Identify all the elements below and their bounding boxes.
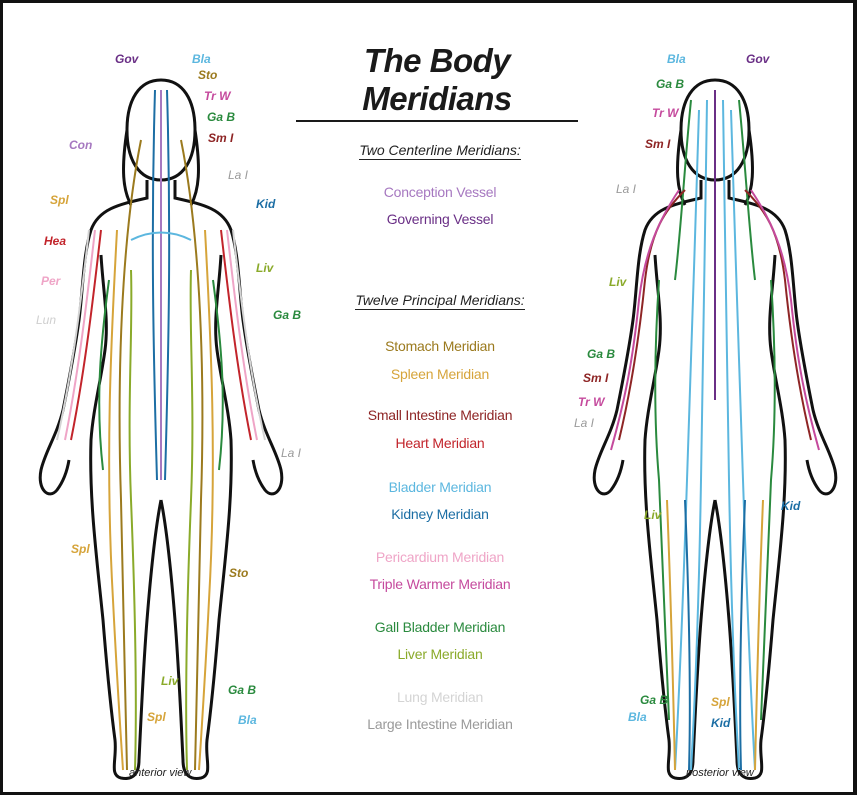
legend-item-lung-meridian: Lung Meridian: [330, 689, 550, 705]
posterior-label-smi-mid: Sm I: [583, 371, 608, 385]
legend-item-large-intestine-meridian: Large Intestine Meridian: [330, 716, 550, 732]
posterior-label-gab-mid: Ga B: [587, 347, 615, 361]
legend-item-spleen-meridian: Spleen Meridian: [330, 366, 550, 382]
principal-heading: Twelve Principal Meridians:: [330, 292, 550, 308]
legend-item-governing-vessel: Governing Vessel: [330, 211, 550, 227]
anterior-label-bla-bot: Bla: [238, 713, 257, 727]
posterior-label-liv-top: Liv: [609, 275, 626, 289]
posterior-label-smi-top: Sm I: [645, 137, 670, 151]
anterior-label-kid: Kid: [256, 197, 275, 211]
legend-item-stomach-meridian: Stomach Meridian: [330, 338, 550, 354]
anterior-label-lai-top: La I: [228, 168, 248, 182]
anterior-label-lun: Lun: [36, 313, 56, 327]
centerline-heading-text: Two Centerline Meridians:: [359, 142, 521, 160]
posterior-label-gab-bot: Ga B: [640, 693, 668, 707]
anterior-label-gab-bot: Ga B: [228, 683, 256, 697]
anterior-label-bla-top: Bla: [192, 52, 211, 66]
principal-heading-text: Twelve Principal Meridians:: [355, 292, 524, 310]
posterior-label-lai-mid: La I: [574, 416, 594, 430]
page-title: The Body Meridians: [296, 42, 578, 122]
posterior-label-gov: Gov: [746, 52, 769, 66]
posterior-label-bla: Bla: [667, 52, 686, 66]
posterior-label-gab-top: Ga B: [656, 77, 684, 91]
posterior-label-kid-bot: Kid: [711, 716, 730, 730]
legend-item-conception-vessel: Conception Vessel: [330, 184, 550, 200]
anterior-label-con: Con: [69, 138, 92, 152]
posterior-label-bla-bot: Bla: [628, 710, 647, 724]
legend-item-heart-meridian: Heart Meridian: [330, 435, 550, 451]
legend-item-pericardium-meridian: Pericardium Meridian: [330, 549, 550, 565]
posterior-label-spl-bot: Spl: [711, 695, 730, 709]
legend-item-triple-warmer-meridian: Triple Warmer Meridian: [330, 576, 550, 592]
centerline-heading: Two Centerline Meridians:: [330, 142, 550, 158]
posterior-view-caption: posterior view: [686, 767, 754, 779]
legend-item-kidney-meridian: Kidney Meridian: [330, 506, 550, 522]
anterior-label-gab-top: Ga B: [207, 110, 235, 124]
legend-item-liver-meridian: Liver Meridian: [330, 646, 550, 662]
posterior-label-trw-mid: Tr W: [578, 395, 604, 409]
anterior-view-caption: anterior view: [129, 767, 191, 779]
anterior-label-gab-mid: Ga B: [273, 308, 301, 322]
anterior-label-spl-top: Spl: [50, 193, 69, 207]
legend-item-bladder-meridian: Bladder Meridian: [330, 479, 550, 495]
posterior-label-lai-top: La I: [616, 182, 636, 196]
posterior-label-liv-bot: Liv: [644, 508, 661, 522]
anterior-label-sto-top: Sto: [198, 68, 217, 82]
posterior-label-kid-mid: Kid: [781, 499, 800, 513]
anterior-label-lai-mid: La I: [281, 446, 301, 460]
anterior-label-spl-mid: Spl: [71, 542, 90, 556]
anterior-label-liv-top: Liv: [256, 261, 273, 275]
anterior-label-gov: Gov: [115, 52, 138, 66]
legend-item-gall-bladder-meridian: Gall Bladder Meridian: [330, 619, 550, 635]
anterior-label-spl-bot: Spl: [147, 710, 166, 724]
anterior-label-trw: Tr W: [204, 89, 230, 103]
anterior-label-smi: Sm I: [208, 131, 233, 145]
anterior-label-liv-bot: Liv: [161, 674, 178, 688]
anterior-label-sto-mid: Sto: [229, 566, 248, 580]
anterior-label-hea: Hea: [44, 234, 66, 248]
legend-item-small-intestine-meridian: Small Intestine Meridian: [330, 407, 550, 423]
posterior-label-trw-top: Tr W: [652, 106, 678, 120]
anterior-label-per: Per: [41, 274, 60, 288]
